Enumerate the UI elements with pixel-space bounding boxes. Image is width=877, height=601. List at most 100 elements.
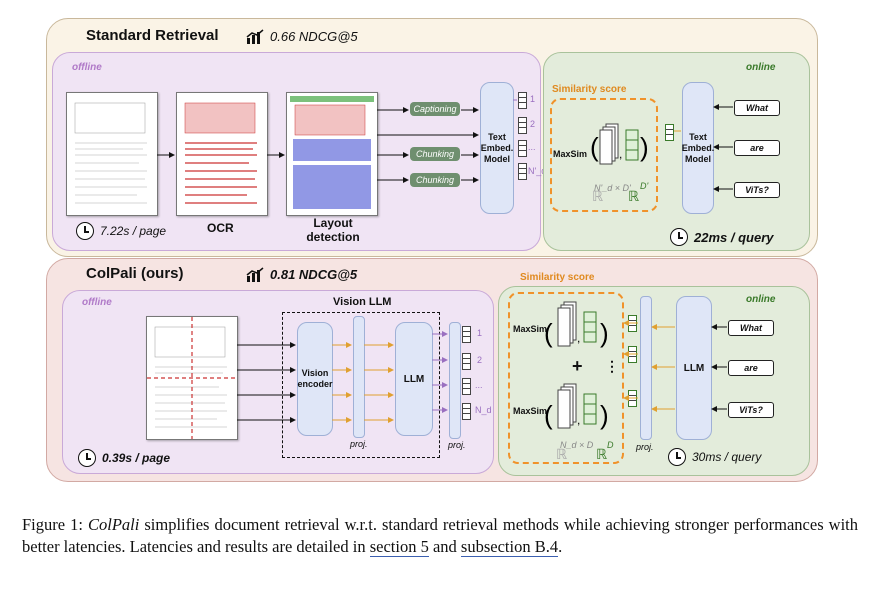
chunking-pill-2: Chunking	[410, 173, 460, 187]
caption-end: .	[558, 537, 563, 556]
ocr-page	[176, 92, 268, 216]
section-5-link[interactable]: section 5	[369, 537, 429, 557]
colpali-projection-online-label: proj.	[636, 442, 654, 452]
figure-caption: Figure 1: ColPali simplifies document re…	[22, 514, 858, 558]
layout-page	[286, 92, 378, 216]
projection-layer-1	[353, 316, 365, 438]
clock-icon	[78, 449, 96, 467]
standard-online-latency: 22ms / query	[670, 228, 774, 246]
colpali-vector-label-3: ...	[475, 380, 483, 390]
colpali-vertical-dots: ⋮	[605, 358, 619, 374]
query-are-top: are	[734, 140, 780, 156]
colpali-vector-3	[462, 378, 471, 395]
colpali-plus-sign: +	[572, 356, 583, 376]
svg-text:): )	[600, 318, 609, 348]
svg-text:(: (	[544, 400, 553, 430]
standard-maxsim-label: MaxSim	[553, 149, 588, 159]
caption-text-1: simplifies document retrieval w.r.t. sta…	[22, 515, 858, 556]
standard-online-tag: online	[746, 62, 776, 73]
colpali-vector-label-n: N_d	[475, 405, 492, 415]
chart-icon	[246, 267, 264, 288]
svg-text:,: ,	[577, 413, 580, 427]
colpali-dims-q: D	[607, 440, 614, 450]
document-page	[66, 92, 158, 216]
colpali-online-latency-text: 30ms / query	[692, 450, 762, 464]
colpali-online-tag: online	[746, 294, 776, 305]
query-are-bottom: are	[728, 360, 774, 376]
colpali-similarity-title: Similarity score	[520, 272, 595, 283]
colpali-offline-latency-text: 0.39s / page	[102, 451, 171, 465]
projection-layer-2	[449, 322, 461, 439]
query-what-top: What	[734, 100, 780, 116]
svg-text:(: (	[590, 132, 599, 162]
projection-label-1: proj.	[350, 439, 368, 449]
chunking-pill-1: Chunking	[410, 147, 460, 161]
standard-offline-latency-text: 7.22s / page	[100, 224, 167, 238]
colpali-vector-1	[462, 326, 471, 343]
colpali-maxsim-label-2: MaxSim	[513, 406, 548, 416]
step-layout-label: Layout detection	[306, 216, 360, 244]
colpali-maxsim-matrices: ( , ) ( , )	[544, 301, 609, 430]
colpali-metric: 0.81 NDCG@5	[270, 267, 358, 282]
offline-vector-1	[518, 92, 527, 109]
offline-vector-2	[518, 117, 527, 134]
standard-real-symbol-docs: ℝ	[592, 188, 604, 204]
colpali-vector-n	[462, 403, 471, 420]
offline-vector-label-2: 2	[530, 119, 536, 129]
svg-text:,: ,	[619, 147, 622, 161]
text-embed-model-offline: Text Embed. Model	[480, 82, 514, 214]
chart-icon	[246, 29, 264, 50]
colpali-similarity-box	[508, 292, 624, 464]
projection-label-2: proj.	[448, 440, 466, 450]
standard-metric: 0.66 NDCG@5	[270, 29, 358, 44]
colpali-vector-label-2: 2	[477, 355, 483, 365]
svg-text:(: (	[544, 318, 553, 348]
standard-offline-latency: 7.22s / page	[76, 222, 166, 240]
clock-icon	[76, 222, 94, 240]
query-vits-top: ViTs?	[734, 182, 780, 198]
colpali-document-page	[146, 316, 238, 440]
colpali-title: ColPali (ours)	[86, 265, 184, 282]
standard-dims-docs: N'_d × D'	[594, 183, 631, 193]
query-vector-top	[665, 124, 674, 141]
standard-maxsim-matrices: ( , )	[590, 123, 649, 165]
query-vits-bottom: ViTs?	[728, 402, 774, 418]
offline-vector-label-3: ...	[528, 142, 536, 152]
offline-vector-label-n: N'_d	[528, 166, 547, 176]
llm-block-online: LLM	[676, 296, 712, 440]
colpali-real-symbol-q: ℝ	[596, 446, 608, 462]
subsection-b4-link[interactable]: subsection B.4	[460, 537, 559, 557]
caption-lead: Figure 1:	[22, 515, 88, 534]
standard-online-latency-text: 22ms / query	[694, 229, 774, 245]
vision-encoder-block: Vision encoder	[297, 322, 333, 436]
svg-text:): )	[600, 400, 609, 430]
offline-vector-n	[518, 163, 527, 180]
clock-icon	[670, 228, 688, 246]
colpali-online-latency: 30ms / query	[668, 448, 761, 466]
colpali-real-symbol-docs: ℝ	[556, 446, 568, 462]
colpali-vector-2	[462, 353, 471, 370]
colpali-maxsim-label-1: MaxSim	[513, 324, 548, 334]
query-what-bottom: What	[728, 320, 774, 336]
llm-block-offline: LLM	[395, 322, 433, 436]
offline-vector-label-1: 1	[530, 94, 536, 104]
standard-similarity-title: Similarity score	[552, 84, 627, 95]
vision-llm-title: Vision LLM	[333, 296, 392, 308]
colpali-online-area	[498, 286, 810, 476]
clock-icon	[668, 448, 686, 466]
colpali-dims-docs: N_d × D	[560, 440, 594, 450]
svg-text:,: ,	[577, 331, 580, 345]
standard-retrieval-title: Standard Retrieval	[86, 27, 219, 44]
svg-text:): )	[640, 132, 649, 162]
caption-name: ColPali	[87, 515, 140, 534]
step-ocr-label: OCR	[207, 221, 234, 235]
offline-vector-3	[518, 140, 527, 157]
standard-similarity-box	[550, 98, 658, 212]
captioning-pill: Captioning	[410, 102, 460, 116]
standard-dims-q: D'	[640, 181, 649, 191]
caption-text-2: and	[428, 537, 461, 556]
